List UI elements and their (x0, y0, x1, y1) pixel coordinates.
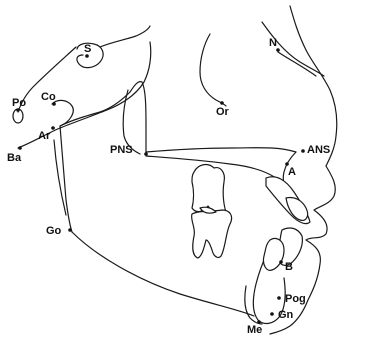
landmark-point-B (279, 260, 283, 264)
lower-incisor-root (263, 238, 284, 270)
landmark-label-Pog: Pog (285, 293, 306, 305)
landmark-point-Ar (51, 126, 55, 130)
landmark-label-Co: Co (41, 91, 56, 103)
landmark-label-Me: Me (247, 324, 262, 336)
mandibular-body-lower (72, 232, 254, 316)
landmark-point-PNS (144, 152, 148, 156)
landmark-label-S: S (84, 43, 91, 55)
landmark-label-Po: Po (12, 97, 26, 109)
upper-incisor-crown (286, 197, 308, 220)
landmark-point-Gn (270, 312, 274, 316)
landmark-label-Gn: Gn (278, 309, 294, 321)
ramus-posterior (60, 126, 72, 232)
anterior-cranial-base (100, 26, 150, 47)
landmark-point-Ba (18, 146, 22, 150)
palatal-plane-upper (146, 148, 296, 152)
frontal-bone-outer (262, 22, 324, 76)
landmark-point-Go (68, 228, 72, 232)
landmark-label-ANS: ANS (307, 144, 330, 156)
soft-tissue-forehead (290, 6, 337, 166)
ramus-anterior (60, 82, 146, 155)
landmark-point-Pog (277, 296, 281, 300)
landmark-label-PNS: PNS (110, 144, 133, 156)
nasal-bone (278, 52, 316, 76)
upper-molar (192, 165, 226, 214)
landmark-label-Or: Or (216, 106, 230, 118)
landmark-point-ANS (301, 149, 305, 153)
landmark-label-Ar: Ar (38, 130, 51, 142)
landmark-label-N: N (269, 37, 277, 49)
landmark-label-A: A (288, 166, 296, 178)
landmark-label-B: B (285, 261, 293, 273)
landmark-label-Ba: Ba (7, 152, 22, 164)
lower-molar (192, 210, 232, 258)
orbit-outline (200, 34, 226, 106)
landmark-label-Go: Go (46, 225, 62, 237)
landmark-point-Or (220, 101, 224, 105)
